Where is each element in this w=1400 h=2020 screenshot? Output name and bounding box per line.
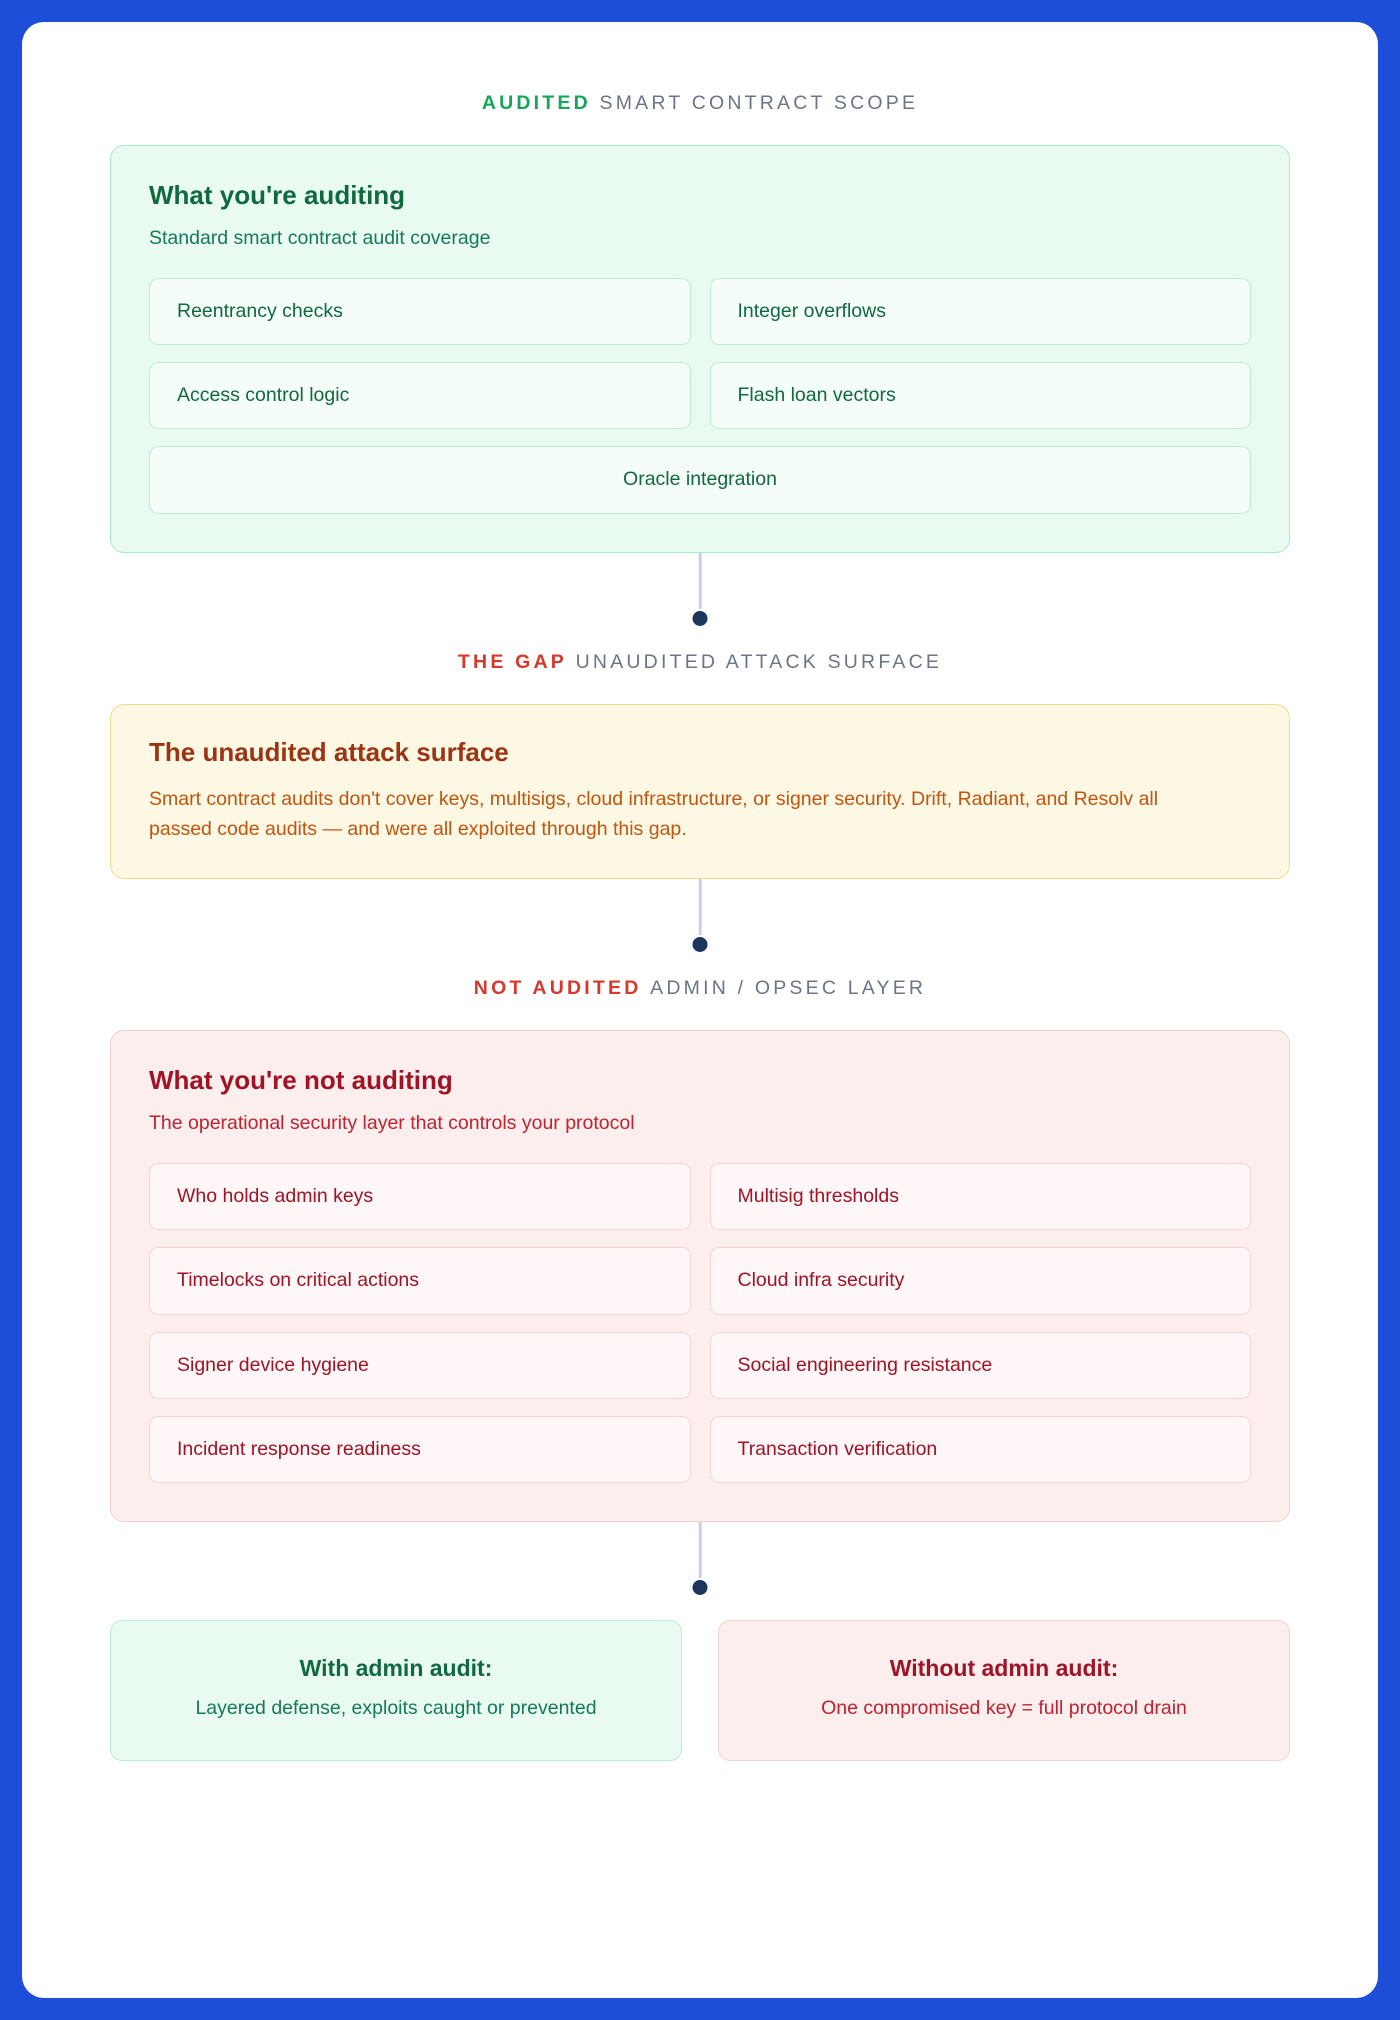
audited-panel: What you're auditing Standard smart cont… bbox=[110, 145, 1290, 553]
not-audited-chip-grid: Who holds admin keys Multisig thresholds… bbox=[149, 1162, 1251, 1484]
connector-line bbox=[698, 552, 702, 609]
not-audited-chip[interactable]: Transaction verification bbox=[709, 1415, 1251, 1484]
not-audited-chip[interactable]: Timelocks on critical actions bbox=[149, 1247, 691, 1315]
page-card: AUDITED SMART CONTRACT SCOPE What you're… bbox=[22, 22, 1378, 1998]
not-audited-chip[interactable]: Incident response readiness bbox=[149, 1415, 691, 1484]
eyebrow-kicker-gap: THE GAP bbox=[457, 650, 567, 673]
section-eyebrow-audited: AUDITED SMART CONTRACT SCOPE bbox=[110, 92, 1290, 115]
not-audited-chip[interactable]: Social engineering resistance bbox=[709, 1331, 1251, 1399]
connector-dot bbox=[692, 1580, 708, 1596]
eyebrow-rest-audited: SMART CONTRACT SCOPE bbox=[599, 92, 919, 114]
compare-title-without: Without admin audit: bbox=[889, 1655, 1119, 1682]
audited-chip-grid: Reentrancy checks Integer overflows Acce… bbox=[149, 277, 1251, 514]
section-eyebrow-gap: THE GAP UNAUDITED ATTACK SURFACE bbox=[110, 651, 1290, 674]
eyebrow-kicker-not-audited: NOT AUDITED bbox=[473, 977, 642, 1000]
eyebrow-kicker-audited: AUDITED bbox=[481, 92, 591, 114]
not-audited-chip[interactable]: Multisig thresholds bbox=[709, 1162, 1251, 1231]
not-audited-panel-subtitle: The operational security layer that cont… bbox=[149, 1112, 635, 1135]
compare-title-with: With admin audit: bbox=[299, 1655, 493, 1682]
connector-line bbox=[698, 879, 702, 936]
connector-dot bbox=[692, 610, 708, 626]
connector-dot bbox=[692, 937, 708, 953]
not-audited-panel: What you're not auditing The operational… bbox=[110, 1030, 1290, 1523]
compare-text-with: Layered defense, exploits caught or prev… bbox=[195, 1697, 597, 1720]
audited-chip[interactable]: Oracle integration bbox=[149, 446, 1251, 514]
audited-chip[interactable]: Access control logic bbox=[149, 361, 691, 430]
audited-chip[interactable]: Reentrancy checks bbox=[149, 277, 691, 345]
audited-chip[interactable]: Integer overflows bbox=[709, 277, 1251, 345]
gap-panel: The unaudited attack surface Smart contr… bbox=[110, 703, 1290, 880]
eyebrow-rest-not-audited: ADMIN / OPSEC LAYER bbox=[650, 977, 927, 1000]
content-container: AUDITED SMART CONTRACT SCOPE What you're… bbox=[22, 22, 1378, 1821]
not-audited-chip[interactable]: Who holds admin keys bbox=[149, 1162, 691, 1231]
compare-text-without: One compromised key = full protocol drai… bbox=[821, 1697, 1187, 1720]
not-audited-chip[interactable]: Cloud infra security bbox=[709, 1247, 1251, 1315]
comparison-grid: With admin audit: Layered defense, explo… bbox=[110, 1620, 1290, 1820]
gap-panel-body: Smart contract audits don't cover keys, … bbox=[149, 787, 1159, 841]
audited-chip[interactable]: Flash loan vectors bbox=[709, 361, 1251, 430]
compare-card-without-admin-audit: Without admin audit: One compromised key… bbox=[718, 1620, 1290, 1761]
not-audited-chip[interactable]: Signer device hygiene bbox=[149, 1331, 691, 1399]
connector-not-audited-to-compare bbox=[110, 1522, 1290, 1620]
connector-gap-to-not-audited bbox=[110, 879, 1290, 977]
not-audited-panel-title: What you're not auditing bbox=[149, 1065, 453, 1096]
connector-audited-to-gap bbox=[110, 552, 1290, 651]
gap-panel-title: The unaudited attack surface bbox=[149, 736, 509, 767]
audited-panel-subtitle: Standard smart contract audit coverage bbox=[149, 227, 491, 250]
connector-line bbox=[698, 1522, 702, 1579]
eyebrow-rest-gap: UNAUDITED ATTACK SURFACE bbox=[575, 650, 943, 673]
section-eyebrow-not-audited: NOT AUDITED ADMIN / OPSEC LAYER bbox=[110, 977, 1290, 1000]
audited-panel-title: What you're auditing bbox=[149, 180, 406, 210]
compare-card-with-admin-audit: With admin audit: Layered defense, explo… bbox=[110, 1620, 682, 1761]
